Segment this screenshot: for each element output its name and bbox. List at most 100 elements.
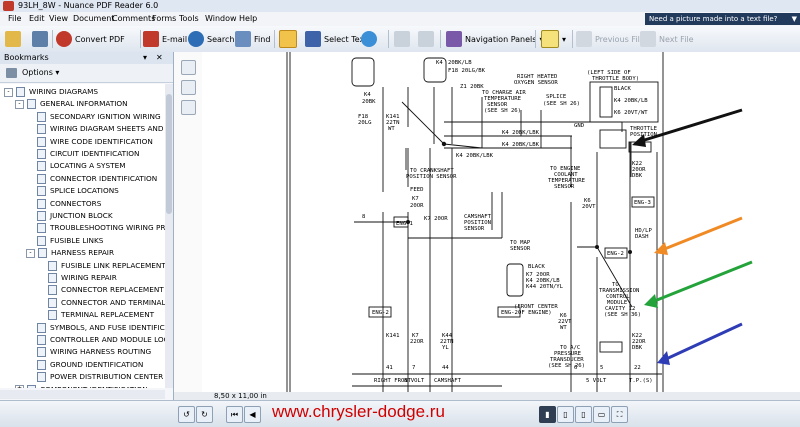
bookmark-item[interactable]: GROUND IDENTIFICATION [26,359,143,371]
diagram-label: THROTTLE BODY) [592,76,639,82]
bookmark-item[interactable]: WIRING REPAIR [37,272,117,284]
menu-document[interactable]: Document [73,14,115,23]
bookmark-item[interactable]: FUSIBLE LINK REPLACEMENT [37,260,165,272]
attachments-icon[interactable] [181,100,196,115]
bookmark-item[interactable]: CONNECTOR REPLACEMENT [37,284,164,296]
toolbar-separator [140,30,141,48]
help-search-box[interactable]: Need a picture made into a text file? ▼ [645,13,800,25]
navigation-panels-button[interactable]: Navigation Panels▾ [446,29,543,49]
menu-tools[interactable]: Tools [179,14,199,23]
options-button[interactable]: Options ▾ [22,68,60,77]
full-screen-icon[interactable]: ⛶ [611,406,628,423]
collapse-icon[interactable]: - [4,87,13,97]
bookmark-item[interactable]: - GENERAL INFORMATION [15,98,128,110]
menu-view[interactable]: View [49,14,68,23]
search-button[interactable]: Search [188,29,234,49]
redo-button[interactable] [418,29,437,49]
collapse-icon[interactable]: - [15,99,24,109]
email-button[interactable]: E-mail [143,29,187,49]
facing-view-icon[interactable]: ▯ [575,406,592,423]
bookmark-item[interactable]: TROUBLESHOOTING WIRING PROBLEMS [26,222,165,234]
pdf-page[interactable]: K4 20BK K4 20BK/LB F18 20LG/BK RIGHT HEA… [202,52,800,392]
menu-forms[interactable]: Forms [152,14,177,23]
save-button[interactable] [32,29,51,49]
find-label: Find [254,34,271,44]
find-button[interactable]: Find [235,29,270,49]
diagram-label: ENG-3 [634,200,651,206]
bookmark-scrollbar[interactable] [165,84,173,388]
bookmark-item[interactable]: CONTROLLER AND MODULE LOCATIONS [26,334,165,346]
bookmark-label: HARNESS REPAIR [51,248,115,258]
diagram-label: DBK [632,173,643,179]
menu-comments[interactable]: Comments [112,14,156,23]
undo-button[interactable] [394,29,413,49]
bookmark-label: GENERAL INFORMATION [40,99,128,109]
rotate-clockwise-icon[interactable]: ↻ [196,406,213,423]
previous-page-icon[interactable]: ◀ [244,406,261,423]
hand-tool-button[interactable] [279,29,300,49]
next-file-button[interactable]: Next File [640,29,694,49]
bookmarks-options-bar: Options ▾ [0,64,173,83]
convert-pdf-button[interactable]: Convert PDF [56,29,125,49]
bookmark-item[interactable]: CONNECTOR AND TERMINAL ASSEMBLY [37,297,165,309]
next-file-label: Next File [659,34,694,44]
bookmark-item[interactable]: SECONDARY IGNITION WIRING [26,111,161,123]
scrollbar-thumb[interactable] [166,94,172,214]
bookmark-page-icon [48,273,57,283]
pages-icon[interactable] [181,80,196,95]
pin-icon[interactable]: ▾ [143,53,148,62]
diagram-label: TRANSDUCER [550,357,584,363]
menu-edit[interactable]: Edit [29,14,45,23]
bookmark-item[interactable]: CONNECTORS [26,198,101,210]
bookmark-page-icon [37,198,46,209]
menu-window[interactable]: Window [205,14,237,23]
diagram-label: K6 [584,198,591,204]
bookmark-item[interactable]: FUSIBLE LINKS [26,235,103,247]
bookmark-item[interactable]: SYMBOLS, AND FUSE IDENTIFICATION [26,322,165,334]
bookmark-label: WIRING HARNESS ROUTING [50,347,152,357]
snapshot-button[interactable] [361,29,380,49]
diagram-label: K4 20BK/LBK [502,142,540,148]
bookmark-item[interactable]: POWER DISTRIBUTION CENTER IDENTIFICATION [26,371,165,383]
open-button[interactable] [5,29,24,49]
dropdown-arrow-icon[interactable]: ▼ [791,15,797,23]
diagram-label: K6 [560,313,567,319]
highlight-button[interactable]: ▾ [541,29,566,49]
diagram-label: (SEE SH 26) [548,363,585,369]
diagram-label: 20OR [632,167,646,173]
bookmark-item[interactable]: WIRE CODE IDENTIFICATION [26,136,153,148]
bookmarks-title: Bookmarks [4,53,49,62]
rotate-counterclockwise-icon[interactable]: ↺ [178,406,195,423]
select-text-button[interactable]: Select Text [305,29,367,49]
collapse-icon[interactable]: - [26,248,35,258]
diagram-label: MODULE [607,300,628,306]
bookmark-item[interactable]: SPLICE LOCATIONS [26,185,119,197]
continuous-view-icon[interactable]: ▯ [557,406,574,423]
bookmark-item[interactable]: CIRCUIT IDENTIFICATION [26,148,139,160]
bookmark-item[interactable]: WIRING DIAGRAM SHEETS AND INDEX [26,123,165,135]
fit-page-icon[interactable]: ▭ [593,406,610,423]
panels-icon [446,31,462,47]
expand-icon[interactable]: + [15,385,24,388]
bookmark-item[interactable]: -WIRING DIAGRAMS [4,86,98,98]
bookmark-item[interactable]: JUNCTION BLOCK [26,210,113,222]
bookmark-item[interactable]: CONNECTOR IDENTIFICATION [26,173,157,185]
bookmark-page-icon [37,335,46,345]
toolbar-separator [388,30,389,48]
menu-file[interactable]: File [8,14,22,23]
bookmarks-icon[interactable] [181,60,196,75]
bookmark-page-icon [27,384,36,388]
menu-help[interactable]: Help [239,14,258,23]
bookmark-item[interactable]: +COMPONENT IDENTIFICATION [15,384,148,388]
bookmark-item[interactable]: WIRING HARNESS ROUTING [26,346,151,358]
bookmark-item[interactable]: LOCATING A SYSTEM [26,160,126,172]
bookmark-item[interactable]: - HARNESS REPAIR [26,247,114,259]
bookmark-label: TERMINAL REPLACEMENT [61,310,155,320]
diagram-label: 8 VOLT [404,378,425,384]
close-icon[interactable]: ✕ [156,53,163,62]
bookmark-item[interactable]: TERMINAL REPLACEMENT [37,309,154,321]
bookmark-horizontal-scrollbar[interactable] [0,390,165,399]
single-page-view-icon[interactable]: ▮ [539,406,556,423]
previous-file-button[interactable]: Previous File [576,29,645,49]
first-page-icon[interactable]: ⏮ [226,406,243,423]
